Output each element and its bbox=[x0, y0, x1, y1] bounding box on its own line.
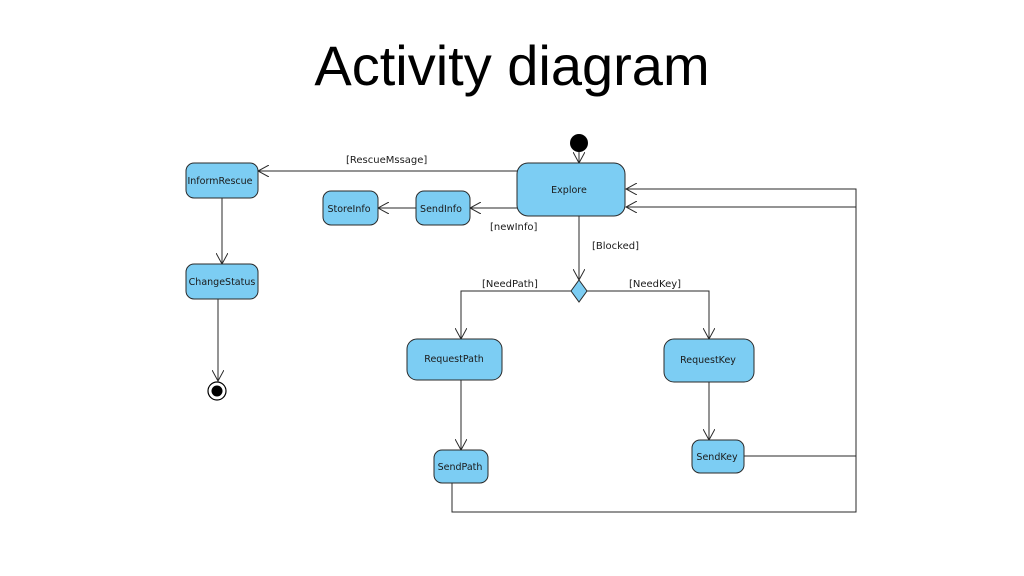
node-change-status-label: ChangeStatus bbox=[189, 277, 256, 288]
edge-decision-to-request-key bbox=[587, 290, 709, 339]
node-send-key-label: SendKey bbox=[696, 452, 738, 463]
edge-send-path-to-explore bbox=[451, 189, 857, 513]
node-send-path: SendPath bbox=[433, 449, 489, 484]
node-request-path-label: RequestPath bbox=[424, 354, 483, 365]
node-store-info: StoreInfo bbox=[322, 190, 379, 226]
slide-title: Activity diagram bbox=[314, 34, 710, 97]
node-change-status: ChangeStatus bbox=[185, 263, 259, 300]
decision-node bbox=[570, 279, 588, 303]
node-explore: Explore bbox=[516, 162, 626, 217]
guard-blocked: [Blocked] bbox=[592, 241, 639, 252]
guard-need-path: [NeedPath] bbox=[482, 279, 538, 290]
node-inform-rescue-label: InformRescue bbox=[187, 176, 252, 187]
edges bbox=[218, 152, 857, 513]
guard-need-key: [NeedKey] bbox=[629, 279, 681, 290]
node-store-info-label: StoreInfo bbox=[327, 204, 370, 215]
edge-decision-to-request-path bbox=[461, 290, 571, 339]
final-node bbox=[207, 381, 227, 401]
node-send-key: SendKey bbox=[691, 439, 745, 474]
node-explore-label: Explore bbox=[551, 185, 587, 196]
node-send-info-label: SendInfo bbox=[420, 204, 462, 215]
node-request-path: RequestPath bbox=[406, 338, 503, 381]
guard-rescue-message: [RescueMssage] bbox=[346, 155, 427, 166]
node-request-key-label: RequestKey bbox=[680, 355, 736, 366]
guard-new-info: [newInfo] bbox=[490, 222, 537, 233]
node-inform-rescue: InformRescue bbox=[185, 162, 259, 199]
node-send-path-label: SendPath bbox=[438, 462, 483, 473]
initial-node bbox=[570, 134, 588, 152]
node-request-key: RequestKey bbox=[663, 338, 755, 383]
node-send-info: SendInfo bbox=[415, 190, 471, 226]
edge-send-key-to-explore bbox=[626, 207, 857, 457]
